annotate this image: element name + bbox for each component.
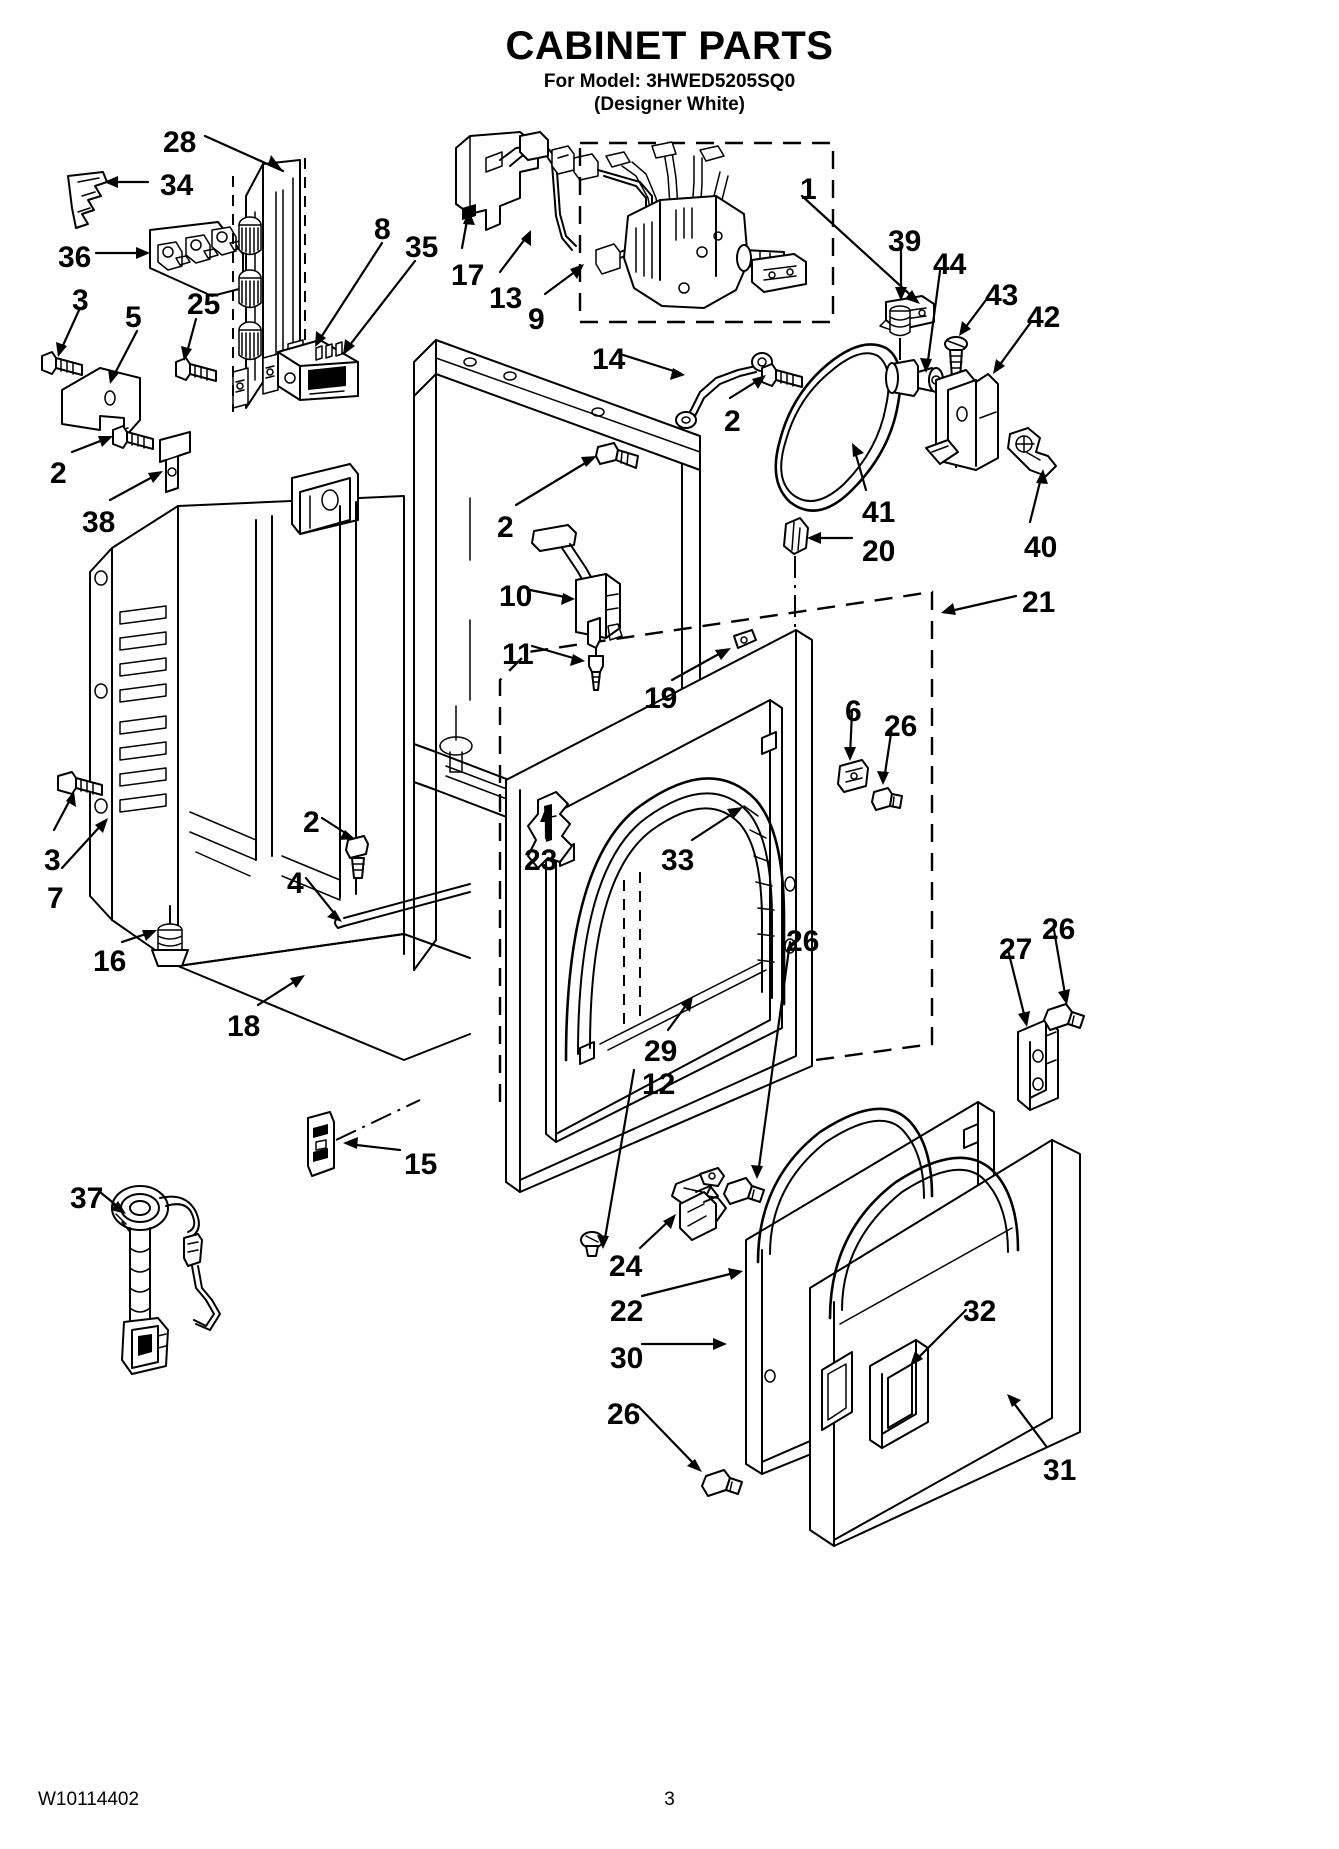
callout-number: 8 (374, 213, 391, 246)
callout-number: 28 (163, 126, 197, 159)
part-39-bushing (889, 305, 911, 366)
page-title: CABINET PARTS (505, 24, 834, 68)
callout-number: 26 (884, 710, 918, 743)
part-41-drive-belt (774, 343, 902, 512)
callout-number: 9 (528, 303, 545, 336)
part-38-clip (159, 431, 191, 493)
model-label: For Model: 3HWED5205SQ0 (543, 71, 796, 92)
callout-number: 13 (489, 282, 523, 315)
part-12-screw (580, 1231, 604, 1257)
callout-number: 24 (609, 1250, 643, 1283)
callout-number: 40 (1024, 531, 1058, 564)
callout-number: 23 (524, 844, 558, 877)
callout-number: 2 (724, 405, 741, 438)
callout-number: 43 (985, 279, 1019, 312)
callout-number: 32 (963, 1295, 997, 1328)
callout-number: 3 (72, 284, 89, 317)
part-26-screw-upper (871, 787, 903, 811)
page-footer: W10114402 3 (0, 1789, 1339, 1813)
callout-number: 44 (933, 248, 967, 281)
callout-number: 14 (592, 343, 626, 376)
callout-number: 18 (227, 1010, 261, 1043)
callout-number: 3 (44, 844, 61, 877)
callout-number: 2 (303, 806, 320, 839)
callout-number: 21 (1022, 586, 1056, 619)
color-variant-label: (Designer White) (594, 94, 745, 115)
part-2-screw-cabinet (595, 442, 639, 469)
callout-number: 31 (1043, 1454, 1077, 1487)
part-8-35-switch-assembly (277, 339, 359, 401)
callout-number: 22 (610, 1295, 644, 1328)
part-5-bracket (61, 367, 141, 439)
callout-number: 15 (404, 1148, 438, 1181)
part-10-door-switch (531, 524, 623, 656)
part-19-front-panel (505, 629, 813, 1193)
callout-number: 36 (58, 241, 92, 274)
callout-number: 34 (160, 169, 194, 202)
part-37-coil-harness (111, 1185, 221, 1375)
part-6-clip (837, 759, 869, 793)
part-27-hinge (1017, 1019, 1059, 1111)
callout-number: 35 (405, 231, 439, 264)
callout-number: 29 (644, 1035, 678, 1068)
part-3-screw-upper (41, 351, 83, 376)
part-26-screw-door (723, 1177, 765, 1205)
callout-number: 16 (93, 945, 127, 978)
page-number: 3 (664, 1789, 675, 1810)
callout-number: 27 (999, 933, 1033, 966)
part-44-idler-pulley (885, 359, 944, 397)
part-33-drum-seal (564, 777, 786, 1062)
part-11-screw (588, 655, 604, 691)
part-26-screw-bottom (701, 1469, 743, 1497)
part-2-screw-belt (761, 363, 803, 388)
part-26-screw-hinge (1043, 1003, 1085, 1031)
part-32-door-handle (821, 1339, 929, 1449)
callout-number: 26 (786, 925, 820, 958)
callout-number: 12 (642, 1068, 676, 1101)
part-34-clip (67, 171, 108, 229)
callout-number: 33 (661, 844, 695, 877)
callout-number: 2 (50, 457, 67, 490)
part-1-motor (605, 141, 807, 309)
part-16-leveling-leg (151, 905, 189, 967)
callout-number: 4 (287, 867, 304, 900)
callout-number: 17 (451, 259, 485, 292)
callout-number: 38 (82, 506, 116, 539)
callout-number: 37 (70, 1182, 104, 1215)
callout-number: 39 (888, 225, 922, 258)
callout-number: 10 (499, 580, 533, 613)
callout-number: 30 (610, 1342, 644, 1375)
callout-number: 26 (1042, 913, 1076, 946)
part-42-motor-bracket (925, 369, 999, 471)
document-number: W10114402 (38, 1789, 140, 1810)
part-2-screw-rod (345, 835, 369, 879)
callout-number: 6 (845, 695, 862, 728)
callout-number: 20 (862, 535, 896, 568)
callout-number: 11 (502, 638, 534, 671)
callout-number: 2 (497, 511, 514, 544)
part-25-screw (175, 357, 217, 382)
part-15-strike-plate (307, 1099, 421, 1177)
callout-number: 42 (1027, 301, 1061, 334)
callout-number: 26 (607, 1398, 641, 1431)
leader-lines (52, 134, 1070, 1472)
part-3-screw-lower (57, 771, 103, 796)
part-24-clip (679, 1185, 719, 1241)
part-40-glide (1007, 427, 1057, 477)
part-14-wire (675, 352, 773, 429)
callout-number: 7 (47, 882, 64, 915)
callout-number: 5 (125, 301, 142, 334)
callout-number: 25 (187, 288, 221, 321)
callout-number: 41 (862, 496, 896, 529)
part-21-dashed-enclosure (498, 590, 934, 1102)
title-block: CABINET PARTS For Model: 3HWED5205SQ0 (D… (0, 26, 1339, 114)
callout-number: 1 (800, 173, 817, 206)
part-36-terminal-blocks (149, 221, 245, 297)
part-2-screw-left (112, 425, 154, 450)
callout-number: 19 (644, 682, 678, 715)
